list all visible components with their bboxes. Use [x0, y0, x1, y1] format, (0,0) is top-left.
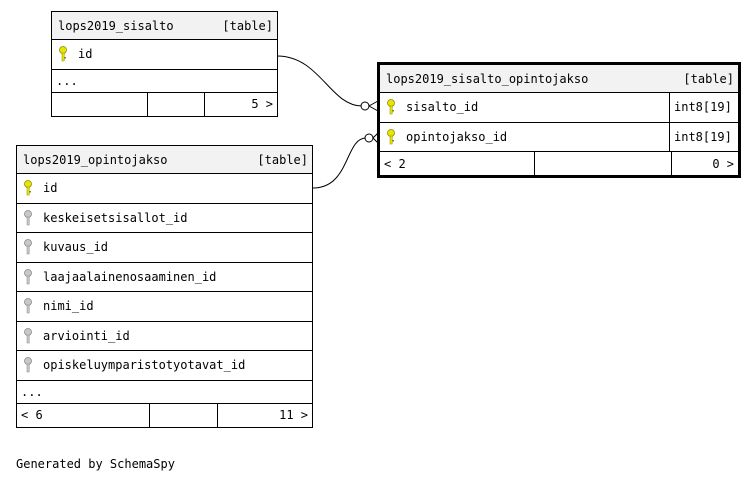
footer-spacer	[148, 92, 205, 116]
column-row[interactable]: keskeisetsisallot_id	[17, 204, 312, 233]
more-columns: ...	[17, 381, 312, 404]
table-footer: < 2 0 >	[380, 152, 738, 175]
column-name: kuvaus_id	[43, 240, 109, 255]
column-type: int8[19]	[669, 93, 738, 122]
relationship-optional-marker	[364, 133, 374, 143]
relationship-sisalto-to-junction	[276, 55, 363, 107]
table-kind: [table]	[222, 18, 273, 33]
column-row[interactable]: opiskeluymparistotyotavat_id	[17, 351, 312, 381]
parents-count[interactable]: < 6	[17, 403, 150, 427]
relationship-optional-marker	[360, 101, 370, 111]
table-header[interactable]: lops2019_opintojakso [table]	[17, 146, 312, 174]
parents-count[interactable]: < 2	[380, 152, 535, 175]
column-row[interactable]: nimi_id	[17, 292, 312, 322]
children-count[interactable]: 5 >	[251, 97, 273, 111]
relationship-opintojakso-to-junction	[312, 137, 367, 189]
table-header[interactable]: lops2019_sisalto_opintojakso [table]	[380, 65, 738, 93]
footer-spacer	[150, 403, 218, 427]
table-footer: < 6 11 >	[17, 403, 312, 427]
column-name: arviointi_id	[43, 328, 130, 343]
column-name: laajaalainenosaaminen_id	[43, 269, 217, 284]
parents-count[interactable]	[52, 92, 148, 116]
table-lops2019-sisalto-opintojakso[interactable]: lops2019_sisalto_opintojakso [table] sis…	[377, 62, 741, 178]
table-name[interactable]: lops2019_sisalto_opintojakso	[386, 71, 589, 86]
column-row[interactable]: id	[17, 174, 312, 204]
foreign-key-icon	[24, 298, 32, 314]
column-row[interactable]: kuvaus_id	[17, 233, 312, 263]
primary-key-icon	[59, 46, 67, 62]
table-name[interactable]: lops2019_opintojakso	[23, 152, 168, 167]
column-name: id	[43, 181, 58, 196]
table-lops2019-opintojakso[interactable]: lops2019_opintojakso [table] id keskeise…	[16, 145, 313, 428]
column-row[interactable]: sisalto_id int8[19]	[380, 93, 738, 123]
foreign-key-icon	[24, 327, 32, 343]
foreign-key-icon	[24, 239, 32, 255]
children-count[interactable]: 0 >	[712, 156, 734, 171]
table-name[interactable]: lops2019_sisalto	[58, 18, 174, 33]
column-name: sisalto_id	[406, 100, 479, 115]
column-type: int8[19]	[669, 122, 738, 151]
primary-key-icon	[24, 180, 32, 196]
column-name: opintojakso_id	[406, 129, 508, 144]
foreign-key-icon	[24, 268, 32, 284]
column-row[interactable]: opintojakso_id int8[19]	[380, 122, 738, 152]
column-name: opiskeluymparistotyotavat_id	[43, 358, 246, 373]
column-name: id	[78, 47, 93, 62]
column-row[interactable]: arviointi_id	[17, 322, 312, 351]
table-footer: 5 >	[52, 92, 277, 116]
generated-by-caption: Generated by SchemaSpy	[16, 457, 175, 471]
column-row[interactable]: laajaalainenosaaminen_id	[17, 263, 312, 292]
column-row[interactable]: id	[52, 40, 277, 70]
more-columns: ...	[52, 70, 277, 93]
primary-key-icon	[387, 99, 395, 115]
column-name: nimi_id	[43, 299, 94, 314]
footer-spacer	[535, 152, 672, 175]
children-count[interactable]: 11 >	[279, 408, 308, 422]
column-name: keskeisetsisallot_id	[43, 210, 188, 225]
table-kind: [table]	[683, 71, 734, 86]
relationship-many-marker	[368, 100, 379, 112]
table-header[interactable]: lops2019_sisalto [table]	[52, 12, 277, 40]
primary-key-icon	[387, 128, 395, 144]
foreign-key-icon	[24, 357, 32, 373]
table-lops2019-sisalto[interactable]: lops2019_sisalto [table] id ... 5 >	[51, 11, 278, 117]
table-kind: [table]	[257, 152, 308, 167]
foreign-key-icon	[24, 209, 32, 225]
